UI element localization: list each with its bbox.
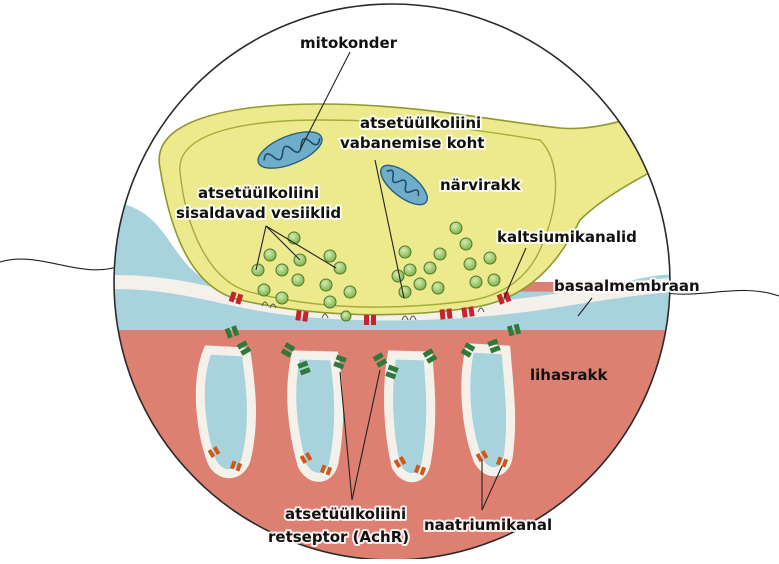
vesicle	[434, 248, 446, 260]
fold-3	[389, 355, 431, 478]
vesicle	[488, 274, 500, 286]
label-muscle-cell: lihasrakk	[530, 366, 609, 384]
vesicle	[399, 286, 411, 298]
label-vesicles-line2: sisaldavad vesiiklid	[176, 204, 341, 222]
label-receptor-line2: retseptor (AchR)	[268, 528, 409, 546]
vesicle	[252, 264, 264, 276]
vesicle	[399, 246, 411, 258]
vesicle	[324, 250, 336, 262]
vesicle	[464, 258, 476, 270]
label-sodium-channel: naatriumikanal	[424, 516, 552, 534]
label-release-site-line1: atsetüülkoliini	[360, 114, 481, 132]
background-line-left	[0, 259, 120, 270]
vesicle	[470, 276, 482, 288]
fold-1	[200, 350, 251, 474]
label-vesicles-line1: atsetüülkoliini	[198, 184, 319, 202]
vesicle	[424, 262, 436, 274]
label-mitochondrion: mitokonder	[300, 34, 398, 52]
vesicle	[404, 264, 416, 276]
vesicle	[460, 238, 472, 250]
label-basal-membrane: basaalmembraan	[554, 277, 700, 295]
label-receptor-line1: atsetüülkoliini	[285, 505, 406, 523]
vesicle	[414, 278, 426, 290]
vesicle	[450, 222, 462, 234]
vesicle	[320, 279, 332, 291]
vesicle	[432, 282, 444, 294]
fold-2	[292, 355, 339, 477]
vesicle	[344, 286, 356, 298]
vesicle	[264, 249, 276, 261]
label-calcium-channels: kaltsiumikanalid	[497, 228, 637, 246]
vesicle	[276, 264, 288, 276]
vesicle	[258, 284, 270, 296]
fold-4	[466, 348, 511, 472]
vesicle	[341, 311, 351, 321]
vesicle	[324, 296, 336, 308]
label-release-site-line2: vabanemise koht	[340, 134, 484, 152]
vesicle	[484, 252, 496, 264]
label-nerve-cell: närvirakk	[440, 176, 522, 194]
vesicle	[292, 274, 304, 286]
vesicle	[276, 292, 288, 304]
